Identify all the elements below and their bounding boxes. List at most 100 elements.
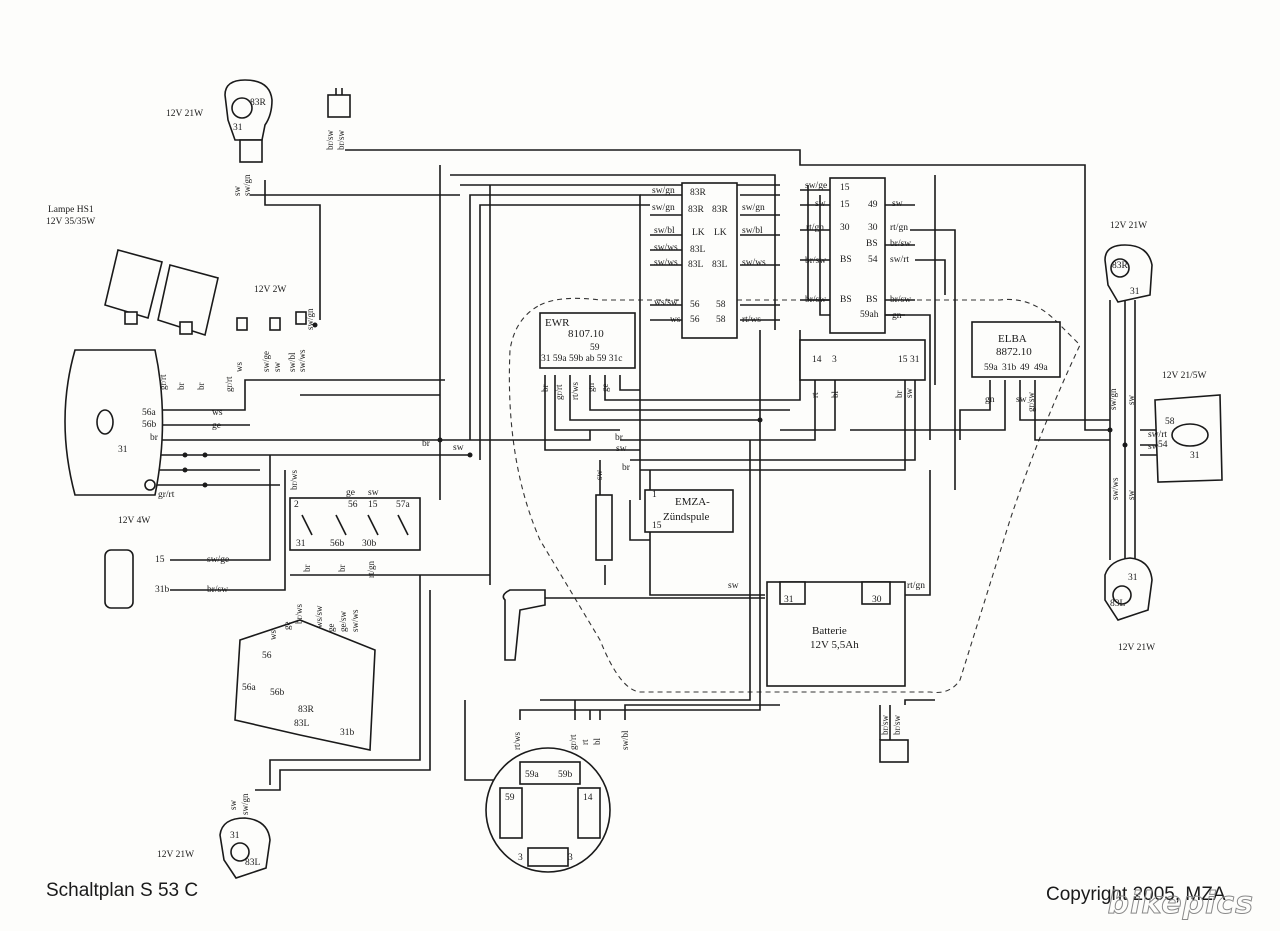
indicator-lamp-front-left: 83R 31 [224, 79, 273, 163]
instrument-cluster [104, 249, 219, 337]
wire-label: br/ws [289, 470, 299, 490]
junction-dots [182, 322, 1128, 488]
wire-label: sw/ge [805, 181, 827, 191]
lamp-rating-front-left: 12V 21W [166, 109, 203, 119]
terminal-label: 56a [142, 408, 157, 418]
wire-label: br/sw [880, 715, 890, 736]
lamp-rating-front-right: 12V 21W [1110, 221, 1147, 231]
indicator-lamp-left-bottom: 31 83L [219, 817, 271, 879]
wire-label: rt/ws [570, 382, 580, 400]
terminal-label: 83L [712, 260, 728, 270]
wire-label: sw [728, 581, 739, 591]
terminal-label: 56 [690, 300, 700, 310]
wire-label: sw/ws [297, 349, 307, 372]
wire-label: sw/gn [240, 793, 250, 815]
wire-label: sw/rt [890, 255, 909, 265]
wire-labels: ws ge br gr/rt br sw ge sw br sw br gn s… [150, 395, 1167, 500]
terminal-label: 54 [1158, 440, 1168, 450]
wire-label: gn [586, 383, 596, 393]
wire-label: gr/sw [1026, 392, 1036, 413]
parking-lamp-rating: 12V 4W [118, 516, 150, 526]
wire-label: br [622, 463, 631, 473]
terminal-label: 83L [294, 719, 310, 729]
terminal-label: 15 [155, 555, 165, 565]
terminal-label: 49 [1020, 363, 1030, 373]
wire-label: ws/sw [314, 605, 324, 628]
headlamp-name: Lampe HS1 [48, 205, 94, 215]
terminal-label: 31b [340, 728, 355, 738]
battery-rating: 12V 5,5Ah [810, 639, 859, 651]
battery: 31 30 Batterie 12V 5,5Ah [766, 581, 906, 687]
wire-label: br [540, 385, 550, 393]
indicator-lamps-rating: 12V 2W [254, 285, 286, 295]
ignition-coil: EMZA- Zündspule 1 15 [644, 489, 734, 533]
wire-label: sw/bl [287, 352, 297, 372]
wire-label: rt/gn [366, 561, 376, 578]
terminal-label: 31 [230, 831, 240, 841]
wire-label: sw [1016, 395, 1027, 405]
wire-label: rt/gn [806, 223, 824, 233]
terminal-label: 56 [348, 500, 358, 510]
terminal-label: 31 [1190, 451, 1200, 461]
wire-label: br [894, 391, 904, 399]
ewr-module: EWR 8107.10 59 31 59a 59b ab 59 31c [539, 312, 636, 369]
diagram-title: Schaltplan S 53 C [46, 880, 199, 901]
wire-label: ge [326, 624, 336, 633]
wire-label: sw/ws [654, 258, 678, 268]
headlamp [64, 349, 164, 496]
terminal-label: 59 [590, 343, 600, 353]
terminal-label: 56 [690, 315, 700, 325]
wire-label: br/sw [805, 256, 826, 266]
terminal-label: 56a [242, 683, 257, 693]
watermark-logo: bikepics [1107, 886, 1254, 922]
wire-label: br [422, 439, 431, 449]
wire-label: br/ws [294, 604, 304, 624]
headlamp-rating: 12V 35/35W [46, 217, 95, 227]
ewr-terminals: 31 59a 59b ab 59 31c [541, 354, 623, 364]
terminal-label: 58 [716, 300, 726, 310]
wire-label: br/sw [892, 715, 902, 736]
wire-label: sw [594, 469, 604, 480]
terminal-label: 59a [984, 363, 999, 373]
handlebar-switch: 56 56a 56b 83R 83L 31b [234, 619, 376, 751]
lamp-rating-right-bottom: 12V 21W [1118, 643, 1155, 653]
wire-label: ws [268, 630, 278, 640]
magneto-generator: 59a 59b 59 14 3 3 [485, 747, 611, 873]
wire-label: gr/rt [158, 374, 168, 390]
battery-name: Batterie [812, 625, 847, 637]
wire-label: sw/gn [242, 174, 252, 196]
wire-label: ge [600, 384, 610, 393]
elba-module: ELBA 8872.10 59a 31b 49 49a [971, 321, 1061, 378]
terminal-label: 31 [118, 445, 128, 455]
wire-label: br/sw [805, 295, 826, 305]
terminal-label: 31 [784, 595, 794, 605]
terminal-label: 14 [583, 793, 593, 803]
terminal-label: 56b [270, 688, 285, 698]
terminal-label: 15 [840, 183, 850, 193]
terminal-label: 83R [250, 98, 267, 108]
terminal-label: 56b [330, 539, 345, 549]
wire-label: ws [212, 408, 223, 418]
wire-label: ge [212, 421, 221, 431]
wire-label: sw [232, 185, 242, 196]
wire-label: ge/sw [338, 611, 348, 632]
wire-label: sw/rt [1148, 430, 1167, 440]
terminal-label: 59ah [860, 310, 879, 320]
light-switch-block: 2 56 15 57a 31 56b 30b [289, 497, 421, 551]
wire-label: gn [892, 311, 902, 321]
terminal-label: 30b [362, 539, 377, 549]
terminal-label: 30 [868, 223, 878, 233]
terminal-label: 31b [155, 585, 170, 595]
indicator-lamp-right-bottom: 31 83L [1104, 557, 1153, 621]
terminal-label: 59 [505, 793, 515, 803]
relay-14-3: 14 3 15 31 [799, 339, 926, 381]
lamp-rating-left-bottom: 12V 21W [157, 850, 194, 860]
ewr-part: 8107.10 [568, 328, 604, 340]
terminal-label: 3 [568, 853, 573, 863]
indicator-bulbs [236, 311, 307, 331]
wire-label: sw/ws [1110, 477, 1120, 500]
wire-label: bl [592, 738, 602, 746]
terminal-label: 15 [652, 521, 662, 531]
terminal-label: 31 [910, 355, 920, 365]
wire-label: rt/ws [742, 315, 761, 325]
